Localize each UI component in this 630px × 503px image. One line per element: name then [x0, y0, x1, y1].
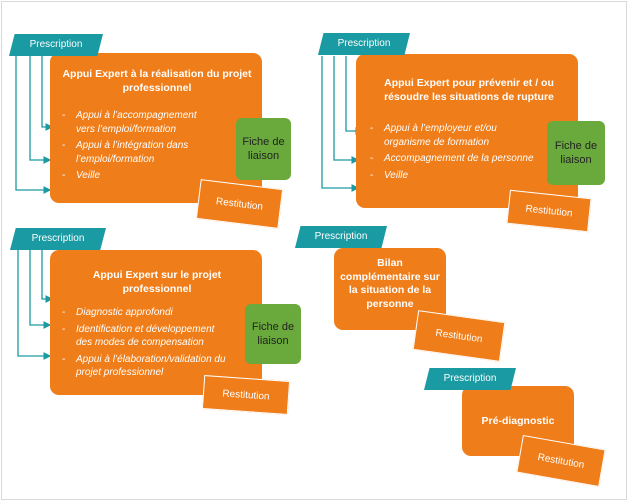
service-box-realisation: Appui Expert à la réalisation du projet …	[50, 53, 262, 203]
service-item: Appui à l’accompagnement vers l’emploi/f…	[62, 109, 212, 136]
fiche-de-liaison: Fiche de liaison	[236, 118, 291, 180]
connector-line	[41, 250, 54, 303]
service-title: Appui Expert pour prévenir et / ou résou…	[384, 77, 554, 103]
service-item: Appui à l’employeur et/ou organisme de f…	[370, 122, 535, 149]
restitution-label: Restitution	[201, 375, 291, 415]
fiche-de-liaison: Fiche de liaison	[245, 304, 301, 364]
prescription-label: Prescription	[318, 33, 410, 55]
connector-line	[333, 56, 360, 164]
connector-line	[29, 250, 52, 329]
service-title: Pré-diagnostic	[481, 415, 555, 427]
service-item: Appui à l’intégration dans l’emploi/form…	[62, 139, 212, 166]
connector-line	[15, 56, 52, 194]
connector-line	[321, 56, 360, 192]
service-item: Appui à l’élaboration/validation du proj…	[62, 353, 232, 380]
service-title: Appui Expert sur le projet professionnel	[92, 269, 222, 295]
service-item: Veille	[370, 169, 535, 183]
connector-line	[41, 56, 54, 131]
service-item: Veille	[62, 169, 212, 183]
prescription-label: Prescription	[295, 226, 387, 248]
service-item: Accompagnement de la personne	[370, 152, 535, 166]
service-box-projet: Appui Expert sur le projet professionnel…	[50, 250, 262, 395]
prescription-label: Prescription	[10, 228, 106, 250]
service-box-rupture: Appui Expert pour prévenir et / ou résou…	[356, 54, 578, 208]
fiche-de-liaison: Fiche de liaison	[547, 121, 605, 185]
service-box-bilan: Bilan complémentaire sur la situation de…	[334, 248, 446, 330]
service-item: Identification et développement des mode…	[62, 323, 232, 350]
prescription-label: Prescription	[424, 368, 516, 390]
prescription-label: Prescription	[9, 34, 103, 56]
connector-line	[29, 56, 52, 164]
service-title: Appui Expert à la réalisation du projet …	[62, 68, 252, 94]
service-title: Bilan complémentaire sur la situation de…	[340, 257, 440, 310]
service-item: Diagnostic approfondi	[62, 306, 232, 320]
connector-line	[17, 250, 52, 360]
